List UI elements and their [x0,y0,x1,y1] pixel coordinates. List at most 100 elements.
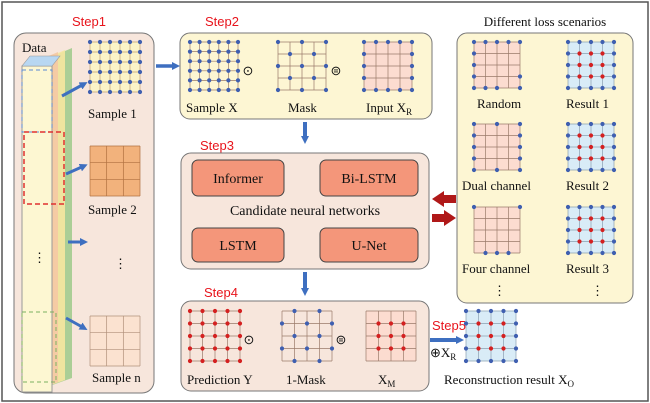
grid-node [137,69,143,75]
grid-node [299,39,305,45]
grid-node [117,49,123,55]
grid-node [216,49,221,54]
grid-node [107,89,113,95]
grid-node [471,167,477,173]
grid-node [299,63,305,69]
grid-node [287,51,293,57]
loss-ellipsis-left: ⋮ [493,283,506,298]
grid-node [483,85,488,91]
grid-node [361,51,367,57]
grid-node [225,346,230,351]
grid-node [611,144,617,150]
data-label: Data [22,40,47,55]
grid-node [388,346,394,351]
grid-node [577,227,582,233]
grid-node [127,69,133,75]
grid-node [409,63,415,69]
unet-box [319,227,419,263]
grid-node [471,74,477,79]
grid-node [361,75,367,81]
grid-node [361,39,367,45]
arrow-to-sample-n [65,316,88,330]
sample2-grid [89,145,141,197]
grid-node [317,333,322,339]
plus-xr-label: ⊕XR [430,345,456,362]
grid-node [197,87,202,93]
grid-node [513,333,519,339]
grid-node [501,346,506,351]
grid-node [187,49,193,54]
grid-node [611,74,617,79]
grid-node [235,87,241,93]
xm-label: XM [378,372,395,389]
prediction-y-label: Prediction Y [187,372,253,387]
grid-node [565,74,571,79]
grid-node [577,85,582,91]
grid-node [471,121,477,127]
grid-node [197,59,202,64]
grid-node [207,59,212,64]
grid-node [225,308,230,314]
grid-node [600,74,605,79]
grid-node [588,121,594,127]
grid-node [588,167,594,173]
step4-title: Step4 [204,285,238,300]
input-xr-grid [361,39,415,93]
grid-node [329,321,335,326]
grid-node [483,250,488,256]
grid-node [187,78,193,83]
grid-node [117,79,123,85]
grid-node [237,321,243,326]
grid-node [588,156,594,161]
grid-node [494,121,500,127]
grid-node [117,89,123,95]
grid-node [463,346,469,351]
grid-node [565,204,571,210]
grid-node [588,144,594,150]
grid-node [127,89,133,95]
grid-node [117,59,123,65]
grid-node [471,51,477,56]
bilstm-box [319,159,419,197]
grid-node [565,167,571,173]
grid-node [225,333,230,339]
grid-node [187,346,193,351]
grid-node [87,69,93,75]
grid-node [212,333,218,339]
grid-node [588,51,594,56]
grid-node [323,39,329,45]
input-xr-label: Input XR [366,100,412,117]
grid-node [588,39,594,45]
sample1-grid [87,39,143,95]
grid-node [577,144,582,150]
grid-node [385,87,391,93]
grid-node [237,333,243,339]
grid-node [376,346,381,351]
grid-node [409,87,415,93]
grid-node [401,321,406,326]
grid-node [401,346,406,351]
grid-node [187,333,193,339]
grid-node [565,144,571,150]
four-channel-grid [471,204,523,256]
prediction-y-grid [187,308,243,364]
grid-node [235,39,241,45]
grid-node [216,87,221,93]
random-label: Random [477,96,521,111]
dual-channel-grid [471,121,523,173]
step5-title: Step5 [432,318,466,333]
grid-node [137,59,143,65]
grid-node [323,87,329,93]
grid-node [87,89,93,95]
grid-node [588,204,594,210]
op-eq-step2: ⊜ [331,63,342,78]
grid-node [611,85,617,91]
grid-node [197,39,202,45]
grid-node [611,121,617,127]
grid-node [107,39,113,45]
grid-node [565,51,571,56]
grid-node [311,51,317,57]
grid-node [200,346,205,351]
grid-node [577,121,582,127]
grid-node [197,78,202,83]
